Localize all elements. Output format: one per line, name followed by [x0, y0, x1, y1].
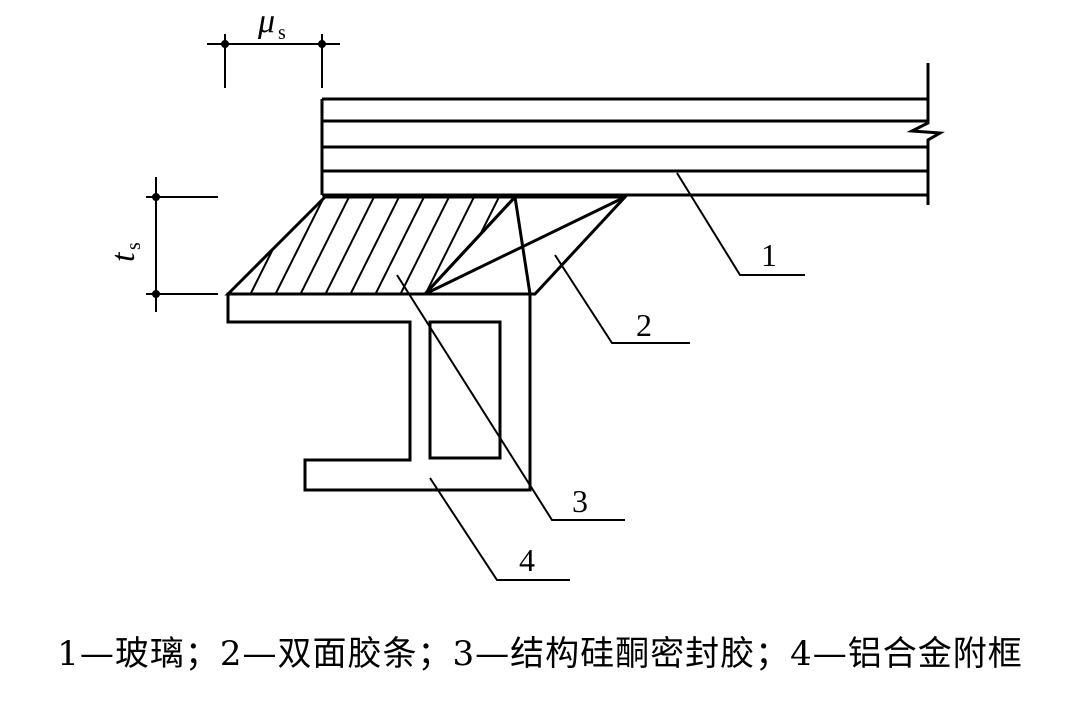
- glass-plate: [320, 63, 945, 205]
- legend-caption: 1—玻璃；2—双面胶条；3—结构硅酮密封胶；4—铝合金附框: [57, 634, 1023, 674]
- width-symbol: μ: [257, 3, 275, 40]
- width-dimension: [207, 34, 340, 88]
- callout-2: 2: [636, 307, 652, 343]
- double-sided-tape: [421, 195, 629, 296]
- leader-lines: [396, 172, 805, 581]
- structural-sealant: [224, 195, 519, 296]
- aluminum-subframe: [226, 196, 532, 492]
- thickness-label: t s: [105, 242, 145, 262]
- thickness-symbol: t: [105, 251, 142, 262]
- width-subscript: s: [278, 22, 286, 44]
- leader-3: [396, 274, 625, 521]
- callout-4: 4: [519, 542, 535, 578]
- leader-4: [429, 477, 570, 581]
- break-line: [906, 63, 945, 205]
- thickness-dimension: [146, 177, 218, 312]
- leader-1: [676, 172, 805, 276]
- callout-3: 3: [572, 483, 588, 519]
- callout-1: 1: [761, 237, 777, 273]
- leader-2: [554, 254, 690, 344]
- thickness-subscript: s: [123, 242, 145, 250]
